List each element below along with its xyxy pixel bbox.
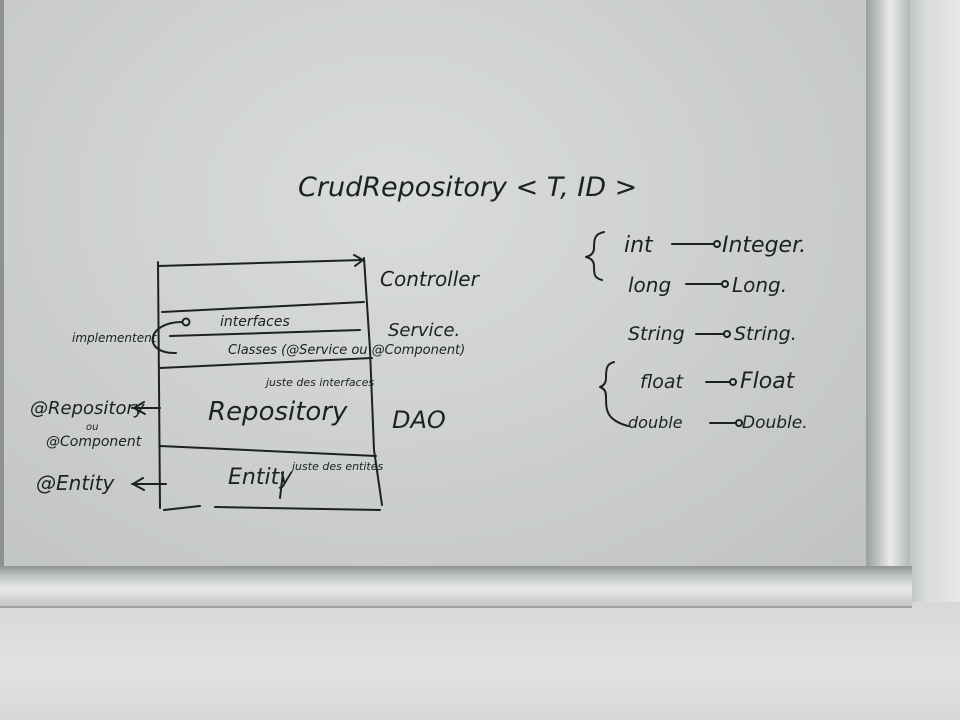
service-label: Service. xyxy=(388,320,460,341)
repository-annotation: @Repository xyxy=(30,398,145,419)
wrapper-float: Float xyxy=(740,369,796,394)
repository-arrow xyxy=(131,401,161,415)
primitive-double: double xyxy=(628,413,683,432)
primitive-int: int xyxy=(624,233,654,258)
wrapper-integer: Integer. xyxy=(722,233,806,258)
implements-label: implementent xyxy=(72,331,158,345)
entity-tick xyxy=(279,471,284,499)
interfaces-label: interfaces xyxy=(220,314,290,330)
entity-annotation: @Entity xyxy=(36,471,116,495)
board-frame-tray xyxy=(0,566,912,608)
brace-bottom xyxy=(599,361,629,427)
crud-repository-title: CrudRepository < T, ID > xyxy=(298,172,637,203)
wrapper-long: Long. xyxy=(732,273,787,297)
classes-label: Classes (@Service ou @Component) xyxy=(228,343,465,358)
entity-note: juste des entités xyxy=(290,460,384,473)
brace-top xyxy=(585,231,605,281)
wrapper-string: String. xyxy=(734,323,797,345)
primitive-float: float xyxy=(640,371,685,393)
controller-divider xyxy=(161,301,365,313)
entity-label: Entity xyxy=(228,465,293,490)
component-annotation: @Component xyxy=(46,434,142,450)
board-left-edge xyxy=(0,0,4,580)
primitive-long: long xyxy=(628,273,671,297)
entity-divider xyxy=(159,445,377,457)
wall-right xyxy=(905,0,960,720)
ou-label: ou xyxy=(86,422,98,433)
primitive-string: String xyxy=(628,323,685,345)
box-left-line xyxy=(157,261,161,509)
repository-note: juste des interfaces xyxy=(264,376,374,389)
implements-arrow-head xyxy=(181,317,191,327)
board-frame-right xyxy=(866,0,910,600)
top-arrow xyxy=(157,254,364,267)
wrapper-double: Double. xyxy=(742,413,808,433)
box-bottom-line xyxy=(163,505,381,511)
dao-label: DAO xyxy=(392,406,446,434)
repository-label: Repository xyxy=(208,397,348,427)
implements-arrow xyxy=(151,321,183,355)
wall-bottom xyxy=(0,602,960,720)
controller-label: Controller xyxy=(380,267,481,291)
box-right-line xyxy=(363,257,383,506)
service-divider xyxy=(159,357,373,369)
entity-arrow xyxy=(131,477,167,491)
service-inner-divider xyxy=(169,329,361,337)
